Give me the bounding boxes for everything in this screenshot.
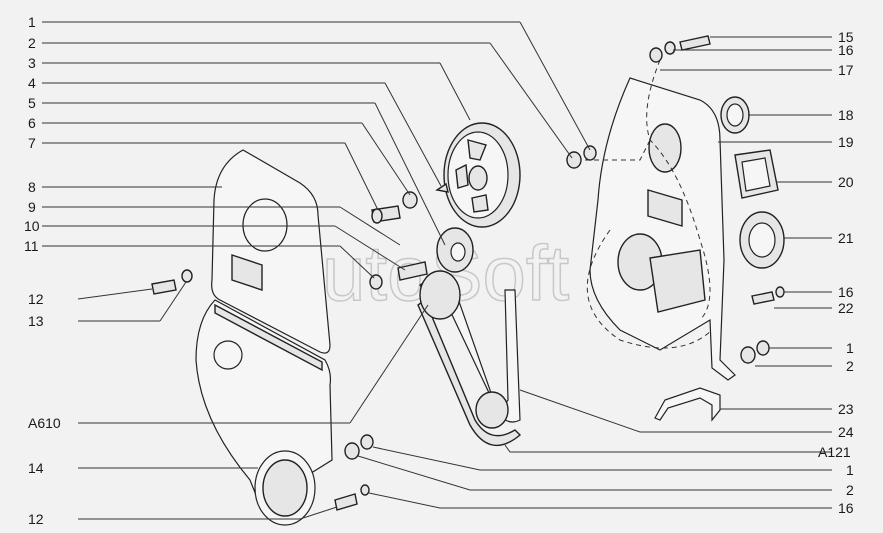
assembly-path [586, 229, 713, 349]
callout-3: 3 [28, 55, 36, 71]
spacer-1-lower [360, 434, 374, 450]
timing-belt-teeth [417, 298, 522, 447]
camshaft-pulley-hub [468, 165, 488, 191]
crank-pulley-opening-inner [262, 459, 308, 517]
woodruff-key [435, 182, 449, 193]
callout-22: 22 [838, 300, 854, 316]
callout-7: 7 [28, 135, 36, 151]
washer-16-lower [360, 484, 370, 496]
pulley-spoke [455, 163, 469, 189]
spacer-1-right [756, 340, 770, 356]
upper-timing-cover [211, 149, 331, 354]
left-callouts: 1 2 3 4 5 6 7 8 9 10 11 12 13 A610 14 12 [24, 14, 591, 527]
bolt-22 [751, 291, 775, 305]
pulley-bolt-head [371, 208, 383, 224]
callout-2-right: 2 [846, 358, 854, 374]
pulley-spoke [467, 139, 487, 161]
nut-17 [649, 47, 663, 63]
callout-18: 18 [838, 107, 854, 123]
callout-5: 5 [28, 95, 36, 111]
callout-1-lower: 1 [846, 462, 854, 478]
callout-6: 6 [28, 115, 36, 131]
cover-opening [242, 198, 288, 252]
bushing-2-right [740, 346, 756, 364]
rear-cover-window [647, 189, 683, 227]
crankshaft-pulley [419, 270, 461, 320]
spacer-1-upper [583, 145, 597, 161]
callout-4: 4 [28, 75, 36, 91]
bolt-12-upper [151, 279, 177, 295]
oil-seal-21-inner [748, 222, 776, 258]
callout-13: 13 [28, 313, 44, 329]
callout-16-middle: 16 [838, 284, 854, 300]
cover-rib [214, 303, 323, 372]
washer-16 [664, 41, 676, 55]
callout-16-upper: 16 [838, 42, 854, 58]
callout-12-upper: 12 [28, 291, 44, 307]
callout-1: 1 [28, 14, 36, 30]
callout-a121: A121 [818, 444, 851, 460]
callout-11: 11 [24, 238, 39, 254]
assembly-path [585, 139, 651, 161]
oil-pump-housing [649, 249, 706, 313]
bolt-12-lower [334, 493, 358, 511]
washer-13 [181, 269, 193, 283]
callout-23: 23 [838, 401, 854, 417]
callout-8: 8 [28, 179, 36, 195]
stud-bolt [679, 35, 711, 51]
tensioner-bolt [397, 261, 428, 281]
callout-21: 21 [838, 230, 854, 246]
cover-cutout [231, 254, 263, 291]
bracket-23 [654, 387, 721, 422]
belt-lower-sprocket [475, 391, 509, 429]
tensioner-washer [369, 274, 383, 290]
callout-19: 19 [838, 134, 854, 150]
bushing-2-lower [344, 442, 360, 460]
callout-24: 24 [838, 424, 854, 440]
callout-1-right: 1 [846, 340, 854, 356]
callout-15: 15 [838, 29, 854, 45]
callout-9: 9 [28, 199, 36, 215]
callout-a610: A610 [28, 415, 61, 431]
rear-timing-cover [589, 77, 736, 381]
callout-16-lower: 16 [838, 500, 854, 516]
right-callouts: 15 16 17 18 19 20 21 16 22 1 2 23 24 A12… [357, 29, 854, 516]
tensioner-hub [450, 242, 466, 262]
callout-17: 17 [838, 62, 854, 78]
callout-20: 20 [838, 174, 854, 190]
callout-2-lower: 2 [846, 482, 854, 498]
gasket-20-inner [741, 157, 771, 192]
oil-seal-18-inner [726, 103, 744, 127]
callout-14: 14 [28, 460, 44, 476]
washer [402, 191, 418, 209]
washer-22 [775, 286, 785, 298]
callout-12-lower: 12 [28, 511, 44, 527]
assembly-path [646, 59, 711, 321]
pulley-spoke [471, 194, 489, 213]
rear-cover-opening-upper [648, 123, 682, 173]
cover-boss [213, 340, 243, 370]
callout-10: 10 [24, 218, 40, 234]
callout-2: 2 [28, 35, 36, 51]
